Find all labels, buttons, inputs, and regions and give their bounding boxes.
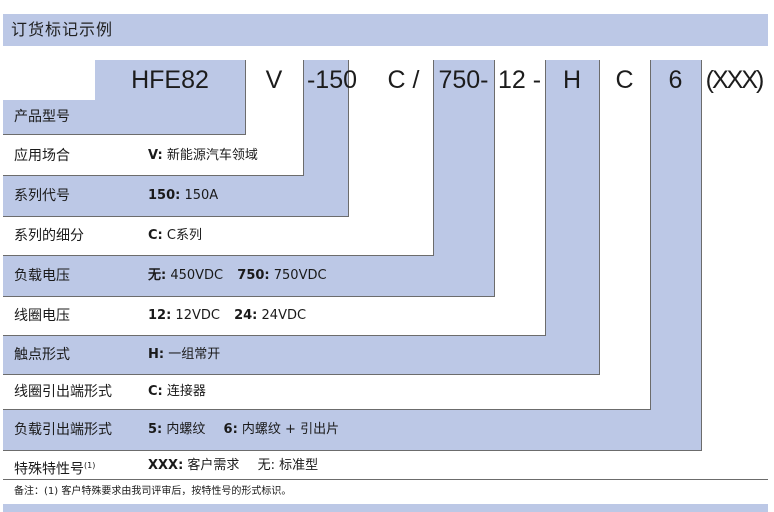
row-label-special-text: 特殊特性号 [14,461,84,478]
separator [3,479,768,480]
row-desc-load-voltage: 无: 450VDC 750: 750VDC [148,266,327,286]
code-part-coil-voltage: 12 - [497,66,542,94]
band-contact-form [3,336,599,374]
desc-key: C: [148,384,163,399]
footnote-marker: (1) [84,461,96,470]
desc-key: 24: [234,308,258,323]
desc-value: 内螺纹 [162,422,206,437]
desc-value: 客户需求 [183,458,240,473]
band-product-model-label [3,100,95,134]
desc-key: 750: [237,268,270,283]
separator [433,60,434,256]
separator [245,60,246,135]
desc-key: 5: [148,422,163,437]
desc-key: 150: [148,188,181,203]
separator [599,60,600,375]
row-label-series-code: 系列代号 [14,188,70,204]
band-series-code-col [303,60,348,176]
separator [3,216,348,217]
separator [3,175,303,176]
code-part-load-terminal: 6 [668,66,683,94]
desc-value: 12VDC [171,308,220,323]
separator [650,60,651,410]
footer-band [3,504,768,512]
separator [303,60,304,176]
code-part-model: HFE82 [131,66,209,94]
band-contact-form-col [545,60,599,336]
desc-value: 750VDC [269,268,327,283]
row-desc-application: V: 新能源汽车领域 [148,146,258,166]
desc-key: XXX: [148,458,184,473]
section-title: 订货标记示例 [11,20,114,39]
row-label-load-terminal: 负载引出端形式 [14,422,112,438]
band-load-voltage [3,256,494,296]
desc-value: 连接器 [162,384,206,399]
band-product-model [95,60,245,134]
desc-value: 一组常开 [164,347,221,362]
desc-value: 新能源汽车领域 [162,148,258,163]
row-desc-coil-terminal: C: 连接器 [148,382,206,402]
code-part-coil-terminal: C [615,66,634,94]
desc-value: 24VDC [257,308,307,323]
row-label-product-model: 产品型号 [14,109,70,125]
separator [545,60,546,336]
separator [701,60,702,451]
row-label-load-voltage: 负载电压 [14,268,70,284]
code-part-subseries: C / [387,66,420,94]
row-label-application: 应用场合 [14,148,70,164]
row-desc-series-code: 150: 150A [148,186,218,206]
separator [3,450,701,451]
desc-key: 无: [148,268,167,283]
section-header: 订货标记示例 [3,14,768,46]
code-part-series: -150 [306,66,358,94]
desc-value: 内螺纹 + 引出片 [237,422,340,437]
code-part-load-voltage: 750- [438,66,489,94]
row-label-special: 特殊特性号(1) [14,456,95,480]
desc-value: C系列 [162,228,202,243]
desc-key: V: [148,148,163,163]
desc-key: H: [148,347,165,362]
band-series-code [3,176,348,216]
band-load-terminal [3,410,701,450]
row-label-coil-terminal: 线圈引出端形式 [14,384,112,400]
row-desc-coil-voltage: 12: 12VDC 24: 24VDC [148,306,306,326]
row-desc-load-terminal: 5: 内螺纹 6: 内螺纹 + 引出片 [148,420,339,440]
separator [494,60,495,297]
desc-key: 12: [148,308,172,323]
separator [3,335,545,336]
desc-key: C: [148,228,163,243]
code-part-application: V [265,66,283,94]
separator [3,134,245,135]
row-desc-contact-form: H: 一组常开 [148,345,220,365]
code-part-special: (XXX) [705,66,765,94]
footnote: 备注：(1) 客户特殊要求由我司评审后，按特性号的形式标识。 [14,486,292,497]
row-label-subseries: 系列的细分 [14,228,84,244]
separator [3,255,433,256]
desc-key: 无: [257,458,275,473]
desc-key: 6: [223,422,238,437]
separator [3,374,599,375]
desc-value: 标准型 [274,458,319,473]
band-load-voltage-col [433,60,494,256]
row-desc-subseries: C: C系列 [148,226,202,246]
row-label-coil-voltage: 线圈电压 [14,308,70,324]
row-desc-special: XXX: 客户需求 无: 标准型 [148,456,318,476]
band-load-terminal-col [650,60,701,410]
separator [3,296,494,297]
desc-value: 150A [180,188,219,203]
code-part-contact-form: H [562,66,582,94]
row-label-contact-form: 触点形式 [14,347,70,363]
desc-value: 450VDC [166,268,224,283]
separator [348,60,349,217]
separator [3,409,650,410]
